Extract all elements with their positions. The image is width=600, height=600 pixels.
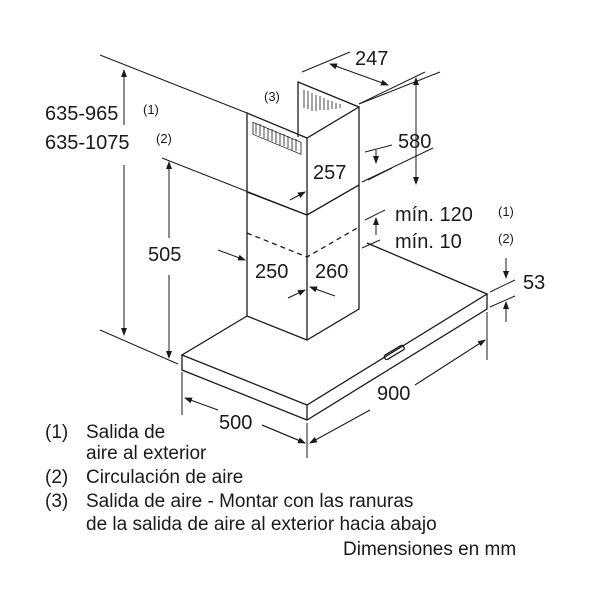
note-2: (2)	[156, 131, 172, 146]
total-height-recirculation-label: 635-1075	[45, 132, 130, 154]
min-overlap-1-label: mín. 120	[395, 204, 473, 226]
lower-depth-label: 260	[315, 261, 349, 283]
note-1: (1)	[143, 102, 159, 117]
dimension-lines	[99, 51, 516, 458]
lower-height-label: 505	[148, 244, 182, 266]
vent-note: (3)	[264, 89, 280, 104]
min-2-note: (2)	[498, 231, 514, 246]
control-panel-icon	[383, 344, 405, 361]
upper-depth-label: 257	[313, 162, 347, 184]
lower-width-label: 250	[255, 261, 289, 283]
width-label: 900	[377, 383, 411, 405]
total-height-circulation-out-label: 635-965	[45, 103, 119, 125]
legend-text-3: Salida de aire - Montar con las ranuras	[86, 491, 414, 512]
depth-label: 500	[219, 412, 253, 434]
units-note: Dimensiones en mm	[343, 539, 517, 560]
upper-width-label: 247	[355, 48, 389, 70]
legend-num-3: (3)	[45, 491, 69, 512]
canopy	[180, 242, 489, 421]
lower-chimney	[246, 185, 360, 341]
vent-slots-icon	[252, 90, 341, 155]
legend-num-2: (2)	[45, 467, 69, 488]
legend-text-1: Salida de	[86, 422, 166, 443]
legend-text-2: Circulación de aire	[86, 467, 244, 488]
min-overlap-2-label: mín. 10	[395, 231, 462, 253]
min-1-note: (1)	[498, 204, 514, 219]
canopy-thickness-label: 53	[523, 272, 546, 294]
legend-text-1b: aire al exterior	[86, 443, 207, 464]
upper-height-label: 580	[398, 131, 432, 153]
legend-text-3b: de la salida de aire al exterior hacia a…	[86, 514, 437, 535]
legend-num-1: (1)	[45, 422, 69, 443]
